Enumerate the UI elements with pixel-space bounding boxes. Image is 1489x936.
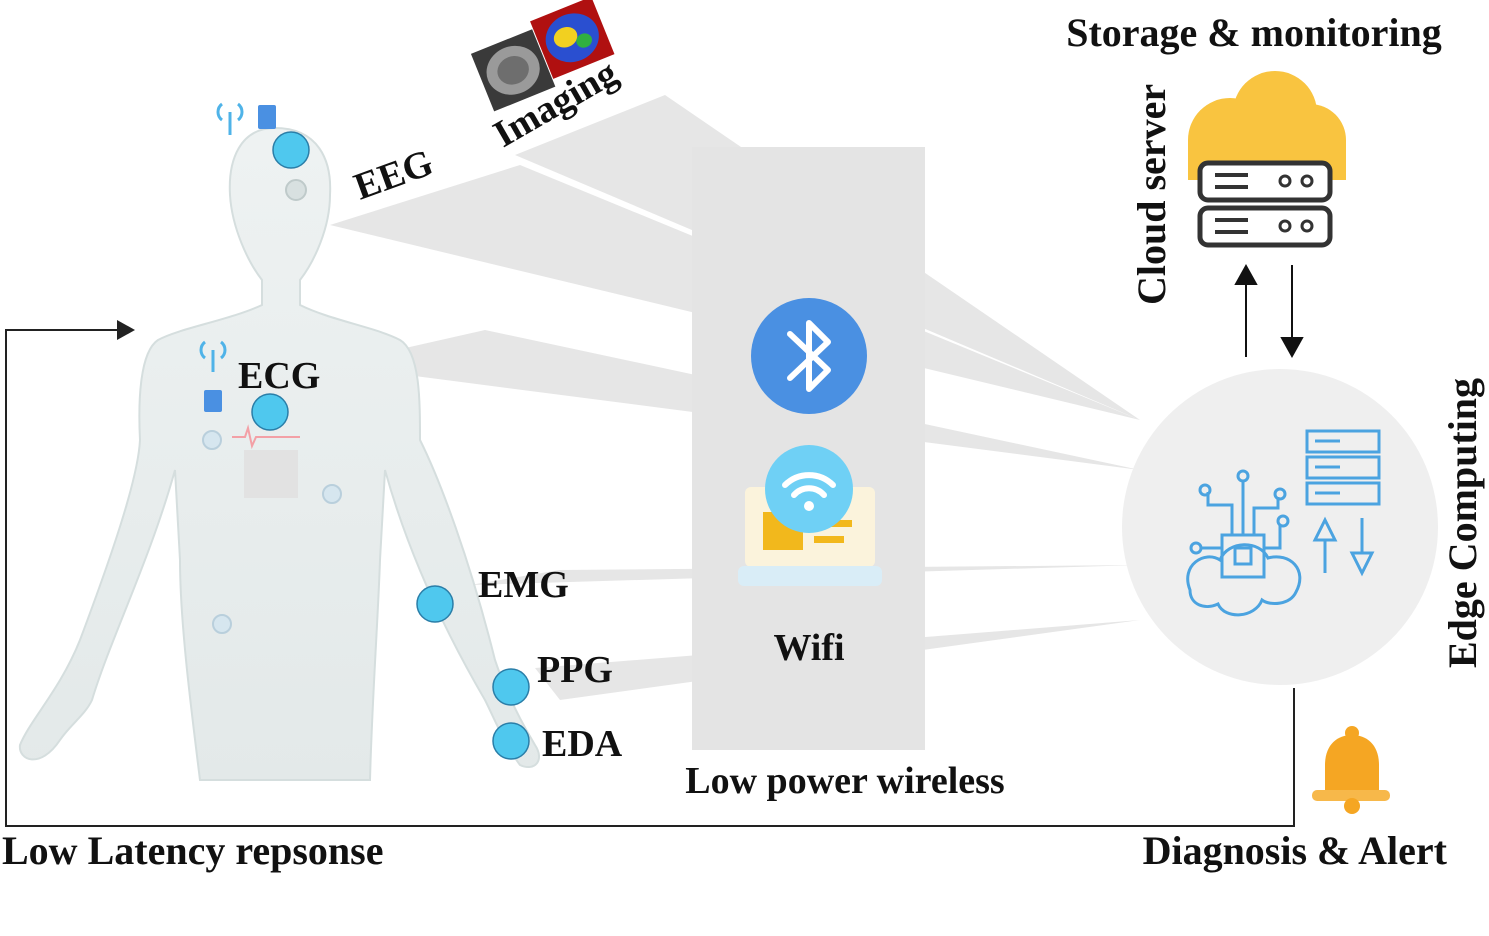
ecg-trace: [232, 424, 300, 450]
label-diagnosis-alert: Diagnosis & Alert: [1143, 828, 1448, 873]
label-ppg: PPG: [537, 649, 613, 691]
arrow-down-icon: [1280, 337, 1304, 359]
sync-arrows: [1234, 263, 1304, 359]
sensor-patch: [322, 484, 342, 504]
label-emg: EMG: [478, 564, 569, 606]
body-patch: [244, 450, 298, 498]
feedback-arrow-icon: [117, 320, 135, 340]
bluetooth-icon: [751, 298, 867, 414]
sensor-dot-eda: [492, 722, 530, 760]
label-eda: EDA: [542, 723, 623, 765]
label-edge-computing: Edge Computing: [1440, 378, 1485, 668]
bell-icon: [1312, 726, 1390, 814]
server-icon: [1197, 160, 1333, 248]
sensor-dot-ppg: [492, 668, 530, 706]
chip-icon: [258, 105, 276, 129]
title-storage-monitoring: Storage & monitoring: [1066, 10, 1442, 55]
sensor-patch: [212, 614, 232, 634]
feedback-loop-line: [5, 329, 1295, 827]
label-ecg: ECG: [238, 355, 320, 397]
wifi-icon: [765, 445, 853, 533]
label-wifi: Wifi: [773, 627, 844, 669]
sensor-dot-emg: [416, 585, 454, 623]
arrow-up-icon: [1234, 263, 1258, 285]
human-body: [18, 126, 540, 781]
antenna-icon: [216, 102, 244, 135]
chip-icon: [204, 390, 222, 412]
brain-scan-icon: [470, 0, 615, 112]
sensor-patch: [285, 179, 307, 201]
label-low-latency: Low Latency repsonse: [2, 828, 383, 873]
edge-icon: [1186, 429, 1381, 617]
antenna-icon: [199, 340, 227, 372]
label-cloud-server: Cloud server: [1129, 84, 1174, 305]
sensor-dot-ecg: [251, 393, 289, 431]
sensor-patch: [202, 430, 222, 450]
sensor-dot-eeg: [272, 131, 310, 169]
label-low-power-wireless: Low power wireless: [685, 760, 1004, 802]
sensor-dots: [251, 131, 530, 760]
